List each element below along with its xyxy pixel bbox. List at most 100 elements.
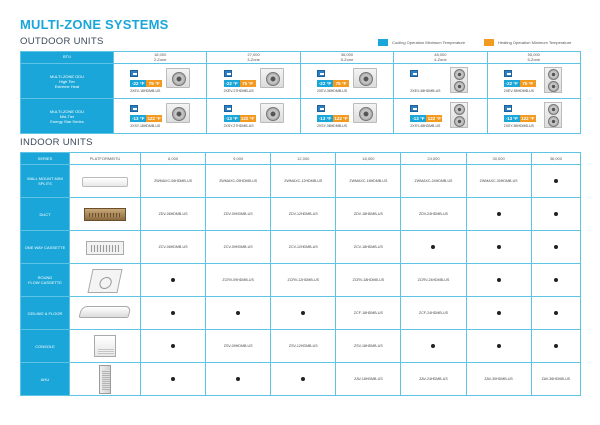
bullet-icon (301, 376, 306, 381)
bullet-icon (236, 376, 241, 381)
cooling-temp-badge: -22 °F (503, 80, 520, 87)
bullet-icon (301, 310, 306, 315)
energy-star-icon (503, 105, 512, 112)
cooling-temp-badge: -13 °F (223, 115, 240, 122)
cooling-temp-badge: -13 °F (130, 115, 147, 122)
indoor-model-cell: ZCV-09HDMB-US (205, 230, 272, 264)
condenser-image (166, 68, 191, 88)
condenser-image (450, 102, 469, 128)
model-number: 2XSY-36HDMB-US (316, 124, 347, 128)
indoor-unit-image (84, 208, 126, 221)
energy-star-icon (410, 105, 419, 112)
energy-star-icon (223, 105, 232, 112)
condenser-image (543, 102, 562, 128)
indoor-model-cell: ZSV-12HDMB-US (270, 329, 337, 363)
model-number: 2XEV-18HDMB-US (130, 89, 161, 93)
indoor-platform-image-cell (69, 329, 141, 363)
indoor-unit-image (99, 365, 111, 394)
col-btu: 48,000 (434, 52, 447, 57)
bullet-icon (431, 343, 436, 348)
not-available-cell (465, 230, 532, 264)
bullet-icon (171, 343, 176, 348)
outdoor-row-mid-tier: MULTI-ZONE ODU Mid-Tier Energy Star Seri… (20, 98, 582, 134)
series-name-line2: FLOW CASSETTE (28, 280, 62, 285)
outdoor-unit: 2XEV-48HDMB-US (400, 67, 480, 97)
fan-icon (172, 107, 187, 121)
indoor-series-label: AHU (20, 362, 70, 396)
indoor-platform-image-cell (69, 230, 141, 264)
heating-temp-badge: 75 °F (239, 80, 256, 87)
indoor-model-cell: ZCV-18HDMB-US (335, 230, 402, 264)
col-btu: 27,000 (247, 52, 260, 57)
indoor-model-cell: ZCV-12HDMB-US (270, 230, 337, 264)
model-number: 2XEV-36HDMB-US (316, 89, 348, 93)
not-available-cell (530, 164, 582, 198)
indoor-unit-image (87, 269, 123, 293)
series-name: AHU (40, 376, 50, 382)
indoor-platform-image-cell (69, 197, 141, 231)
btu-header: BTU (20, 51, 114, 64)
row-label-line3: Extreme Heat (54, 83, 80, 89)
condenser-image (543, 67, 562, 93)
bullet-icon (431, 244, 436, 249)
col-zones: 5-Zone (527, 56, 541, 62)
condenser-image (259, 68, 284, 88)
btu-col-header: 36,000 (530, 152, 582, 165)
not-available-cell (270, 362, 337, 396)
indoor-series-label: ONE WAY CASSETTE (20, 230, 70, 264)
col-zones: 4-Zone (434, 56, 447, 62)
not-available-cell (465, 263, 532, 297)
series-name-line1: ROUND (37, 275, 53, 280)
bullet-icon (553, 277, 558, 282)
heating-temp-badge: 122 °F (239, 115, 256, 122)
bullet-icon (496, 211, 501, 216)
series-name: CEILING & FLOOR (27, 310, 63, 316)
fan-icon (265, 72, 280, 86)
col-btu: 18,000 (154, 52, 167, 57)
row-label-line1: MULTI-ZONE ODU (49, 73, 85, 79)
energy-star-icon (223, 70, 232, 77)
model-number: 2XSY-48HDMB-US (410, 124, 441, 128)
indoor-model-cell: ZCRV-18HDMB-US (335, 263, 402, 297)
indoor-series-label: CONSOLE (20, 329, 70, 363)
row-label-line2: High Tier (58, 78, 75, 84)
model-number: 2XSY-27HDMB-US (223, 124, 254, 128)
indoor-model-cell: ZAV-36HDMB-US (530, 362, 582, 396)
indoor-series-label: WALL MOUNT MINI SPLITS (20, 164, 70, 198)
indoor-model-cell: ZAV-30HDMB-US (465, 362, 532, 396)
indoor-model-cell: ZDV-18HDMB-US (335, 197, 402, 231)
bullet-icon (553, 211, 558, 216)
btu-col-header: 18,000 (335, 152, 402, 165)
heating-temp-badge: 122 °F (332, 115, 349, 122)
indoor-model-cell: ZWMAXC-06HDMB-US (139, 164, 207, 198)
indoor-model-cell: ZWMAXC-12HDMB-US (270, 164, 337, 198)
indoor-model-cell: ZDV-24HDMB-US (400, 197, 467, 231)
indoor-model-cell: ZAV-24HDMB-US (400, 362, 467, 396)
heating-temp-badge: 75 °F (519, 80, 536, 87)
indoor-platform-image-cell (69, 362, 141, 396)
cooling-swatch (378, 39, 388, 46)
condenser-image (259, 103, 284, 123)
model-number: 2XEV-48HDMB-US (410, 89, 441, 93)
series-header: SERIES (20, 152, 70, 165)
condenser-image (352, 68, 377, 88)
indoor-model-cell: ZWMAXC-09HDMB-US (205, 164, 272, 198)
not-available-cell (400, 230, 467, 264)
